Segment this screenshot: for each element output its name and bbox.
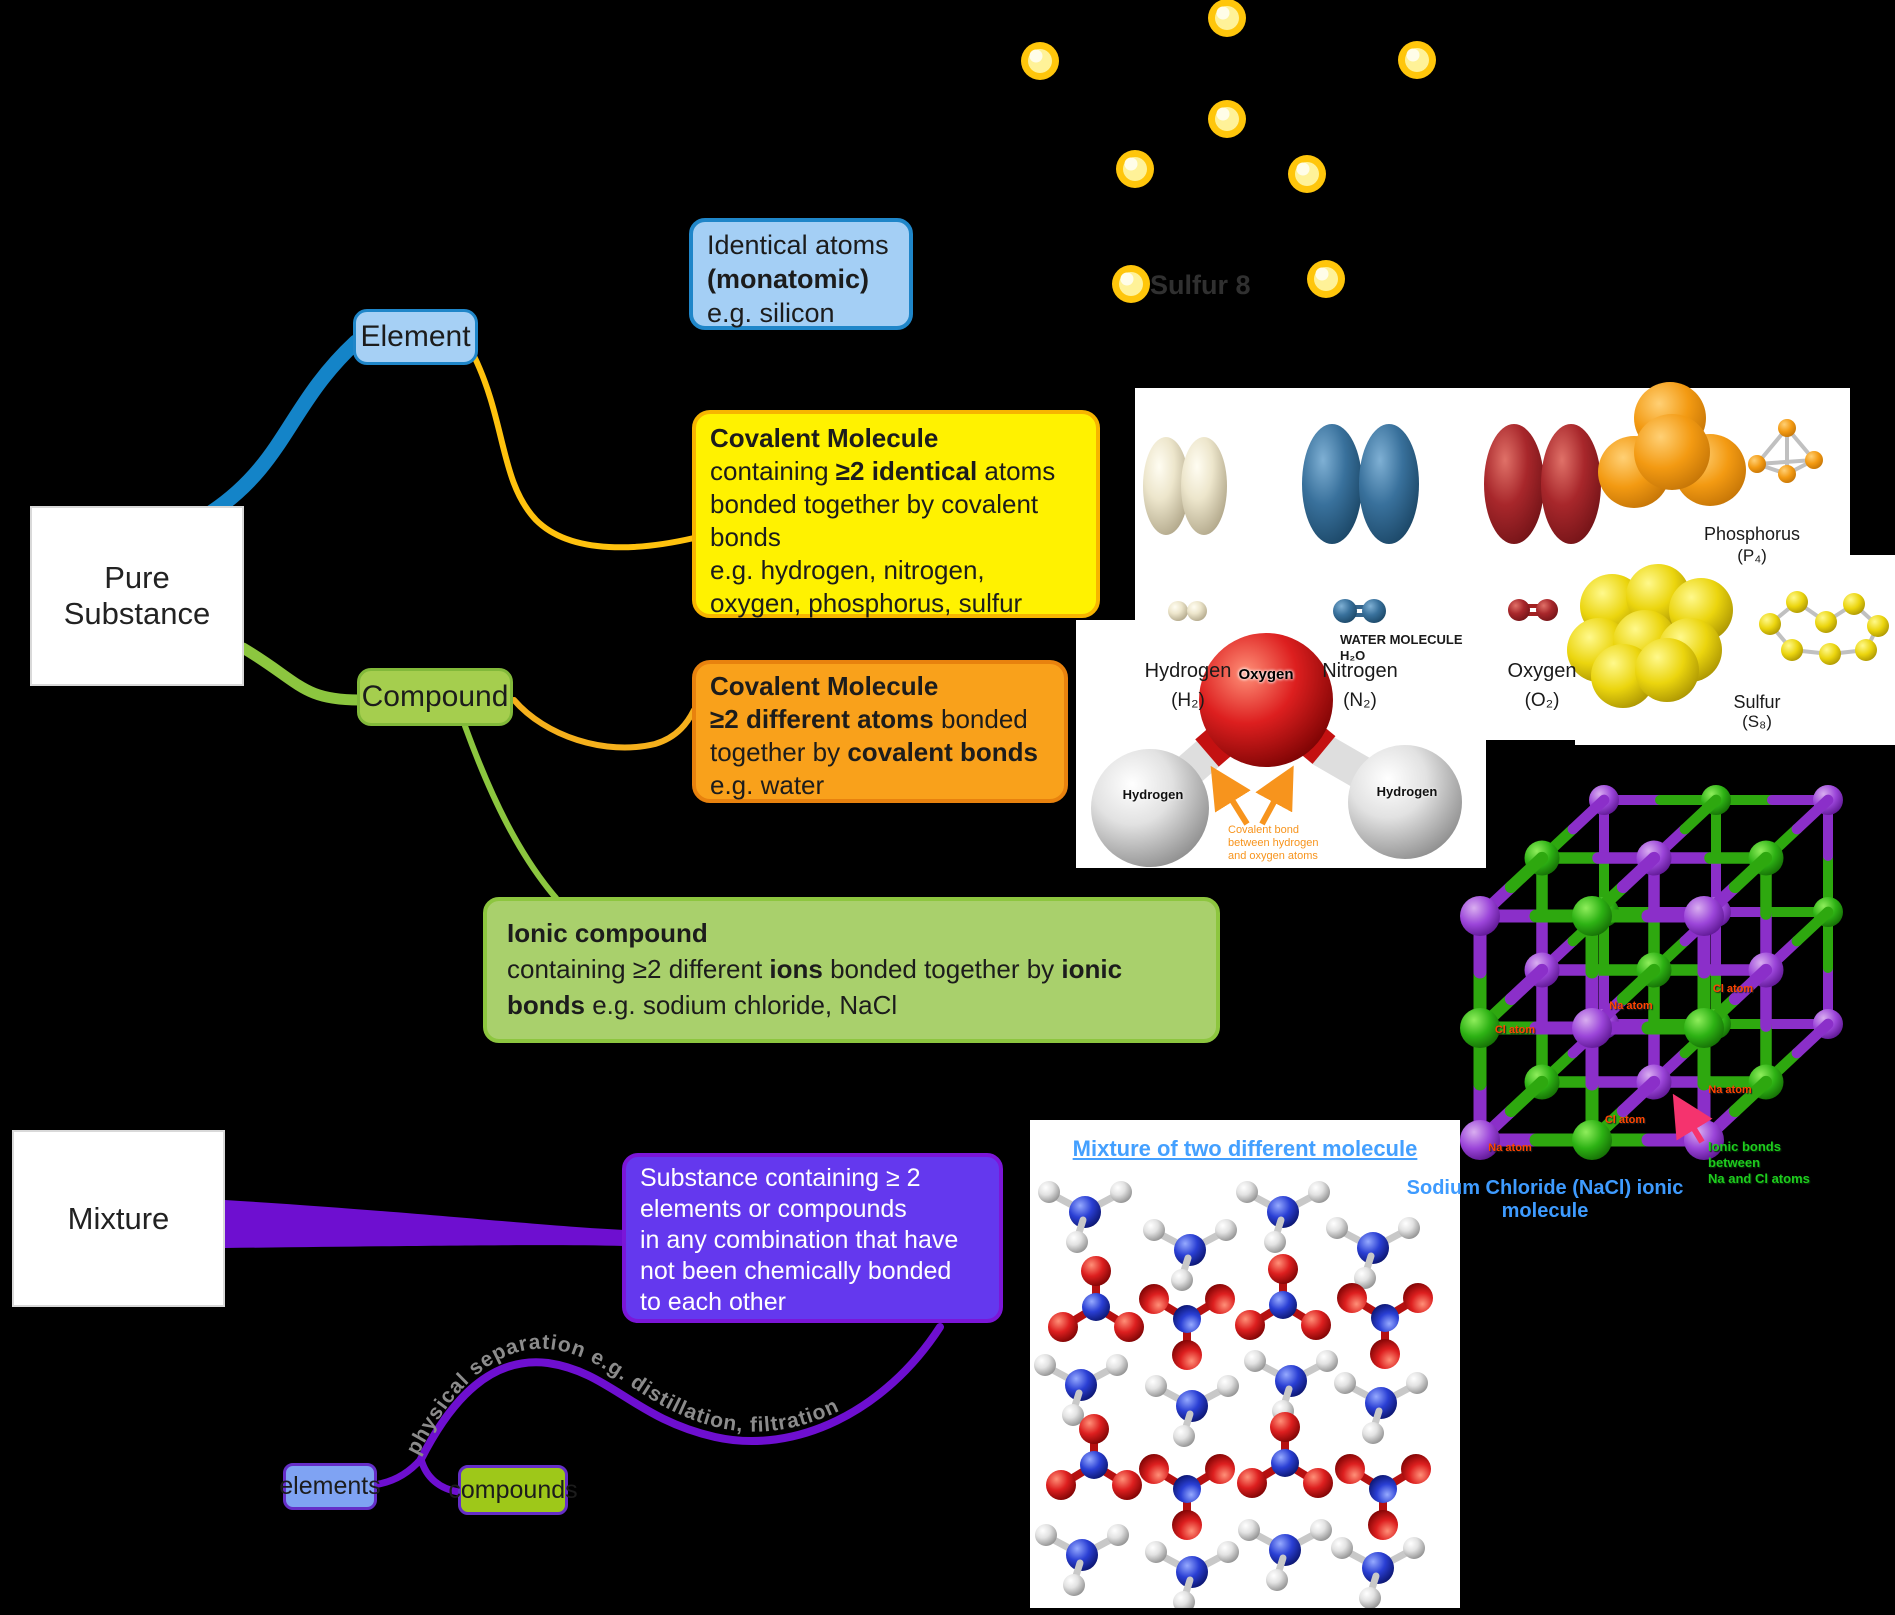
nitrogen-formula-label: (N₂)	[1343, 690, 1377, 711]
node-pure-substance[interactable]: Pure Substance	[30, 506, 244, 686]
node-mixture-label: Mixture	[67, 1200, 170, 1236]
branch-pure-to-compound	[237, 642, 365, 706]
hydrogen-formula-label: (H₂)	[1171, 690, 1205, 711]
node-compounds-label: compounds	[448, 1475, 578, 1504]
covalent-compound-title: Covalent Molecule	[710, 671, 939, 701]
covalent-compound-detail-box[interactable]: Covalent Molecule ≥2 different atoms bon…	[692, 660, 1068, 803]
covalent-bond-arrow-left	[1210, 765, 1251, 826]
node-element-label: Element	[360, 320, 471, 353]
node-elements[interactable]: elements	[279, 1463, 381, 1510]
node-element[interactable]: Element	[353, 309, 478, 365]
sulfur-name-label: Sulfur	[1733, 692, 1781, 712]
sulfur-ring-stick-model	[1759, 591, 1889, 665]
mixture-definition-box[interactable]: Substance containing ≥ 2 elements or com…	[622, 1153, 1003, 1323]
nacl-cl-label: Cl atom	[1604, 1114, 1646, 1126]
monatomic-line3: e.g. silicon	[707, 298, 835, 328]
node-elements-label: elements	[279, 1472, 381, 1500]
oxygen-formula-label: (O₂)	[1524, 690, 1560, 711]
water-molecule-art	[1091, 633, 1462, 867]
branch-to-elements	[375, 1455, 425, 1488]
covalent-bond-arrow-right	[1255, 765, 1294, 826]
phosphorus-stick-model	[1748, 419, 1823, 483]
sulfur8-label: Sulfur 8	[1150, 270, 1251, 300]
ionic-compound-detail-box[interactable]: Ionic compound containing ≥2 different i…	[483, 897, 1220, 1043]
nitrogen-name-label: Nitrogen	[1322, 660, 1398, 682]
water-oxygen-label: Oxygen	[1238, 666, 1294, 683]
monatomic-detail-box[interactable]: Identical atoms (monatomic) e.g. silicon	[689, 218, 913, 330]
node-compound[interactable]: Compound	[357, 668, 513, 726]
nacl-cl-label: Cl atom	[1712, 983, 1754, 995]
water-hydrogen-left-label: Hydrogen	[1122, 787, 1184, 802]
node-mixture[interactable]: Mixture	[12, 1130, 225, 1307]
mixture-molecules-art	[1034, 1181, 1433, 1613]
node-compound-label: Compound	[361, 680, 509, 713]
sulfur-formula-label: (S₈)	[1742, 712, 1772, 731]
water-title-label: WATER MOLECULE	[1340, 632, 1463, 647]
hydrogen-name-label: Hydrogen	[1144, 660, 1232, 682]
node-compounds[interactable]: compounds	[448, 1465, 578, 1515]
ionic-bond-arrow	[1672, 1093, 1713, 1144]
nacl-caption: Ionic bonds between Na and Cl atoms	[1708, 1139, 1810, 1186]
nacl-na-label: Na atom	[1708, 1084, 1752, 1096]
branch-element-to-covalent	[471, 353, 697, 551]
branch-mixture-to-definition	[225, 1200, 624, 1248]
branch-compound-to-ionic	[462, 723, 559, 901]
monatomic-line1: Identical atoms	[707, 230, 889, 260]
branch-pure-to-element	[204, 334, 364, 520]
branch-to-compounds	[417, 1455, 463, 1496]
branch-separation-curve	[417, 1323, 944, 1463]
nacl-title-label: Sodium Chloride (NaCl) ionic molecule	[1406, 1177, 1684, 1222]
nacl-lattice-art	[1460, 785, 1843, 1160]
phosphorus-formula-label: (P₄)	[1737, 546, 1767, 565]
phosphorus-name-label: Phosphorus	[1703, 524, 1801, 544]
nacl-cl-label: Cl atom	[1494, 1024, 1536, 1036]
nacl-na-label: Na atom	[1488, 1142, 1532, 1154]
water-formula-label: H₂O	[1340, 648, 1366, 663]
covalent-element-title: Covalent Molecule	[710, 423, 939, 453]
water-caption: Covalent bond between hydrogen and oxyge…	[1228, 824, 1319, 862]
oxygen-name-label: Oxygen	[1507, 660, 1577, 682]
nacl-na-label: Na atom	[1609, 1000, 1653, 1012]
branch-curves	[204, 334, 944, 1496]
ionic-title: Ionic compound	[507, 918, 708, 948]
mixture-image-title: Mixture of two different molecule	[1072, 1136, 1418, 1161]
water-hydrogen-right-label: Hydrogen	[1376, 784, 1438, 799]
node-pure-substance-label: Pure Substance	[63, 560, 211, 631]
monatomic-line2: (monatomic)	[707, 264, 869, 294]
branch-compound-to-orange	[511, 697, 697, 751]
diatomic-molecules-art	[1143, 382, 1889, 708]
covalent-element-detail-box[interactable]: Covalent Molecule containing ≥2 identica…	[692, 410, 1100, 618]
sulfur8-molecule-art	[1021, 0, 1436, 303]
